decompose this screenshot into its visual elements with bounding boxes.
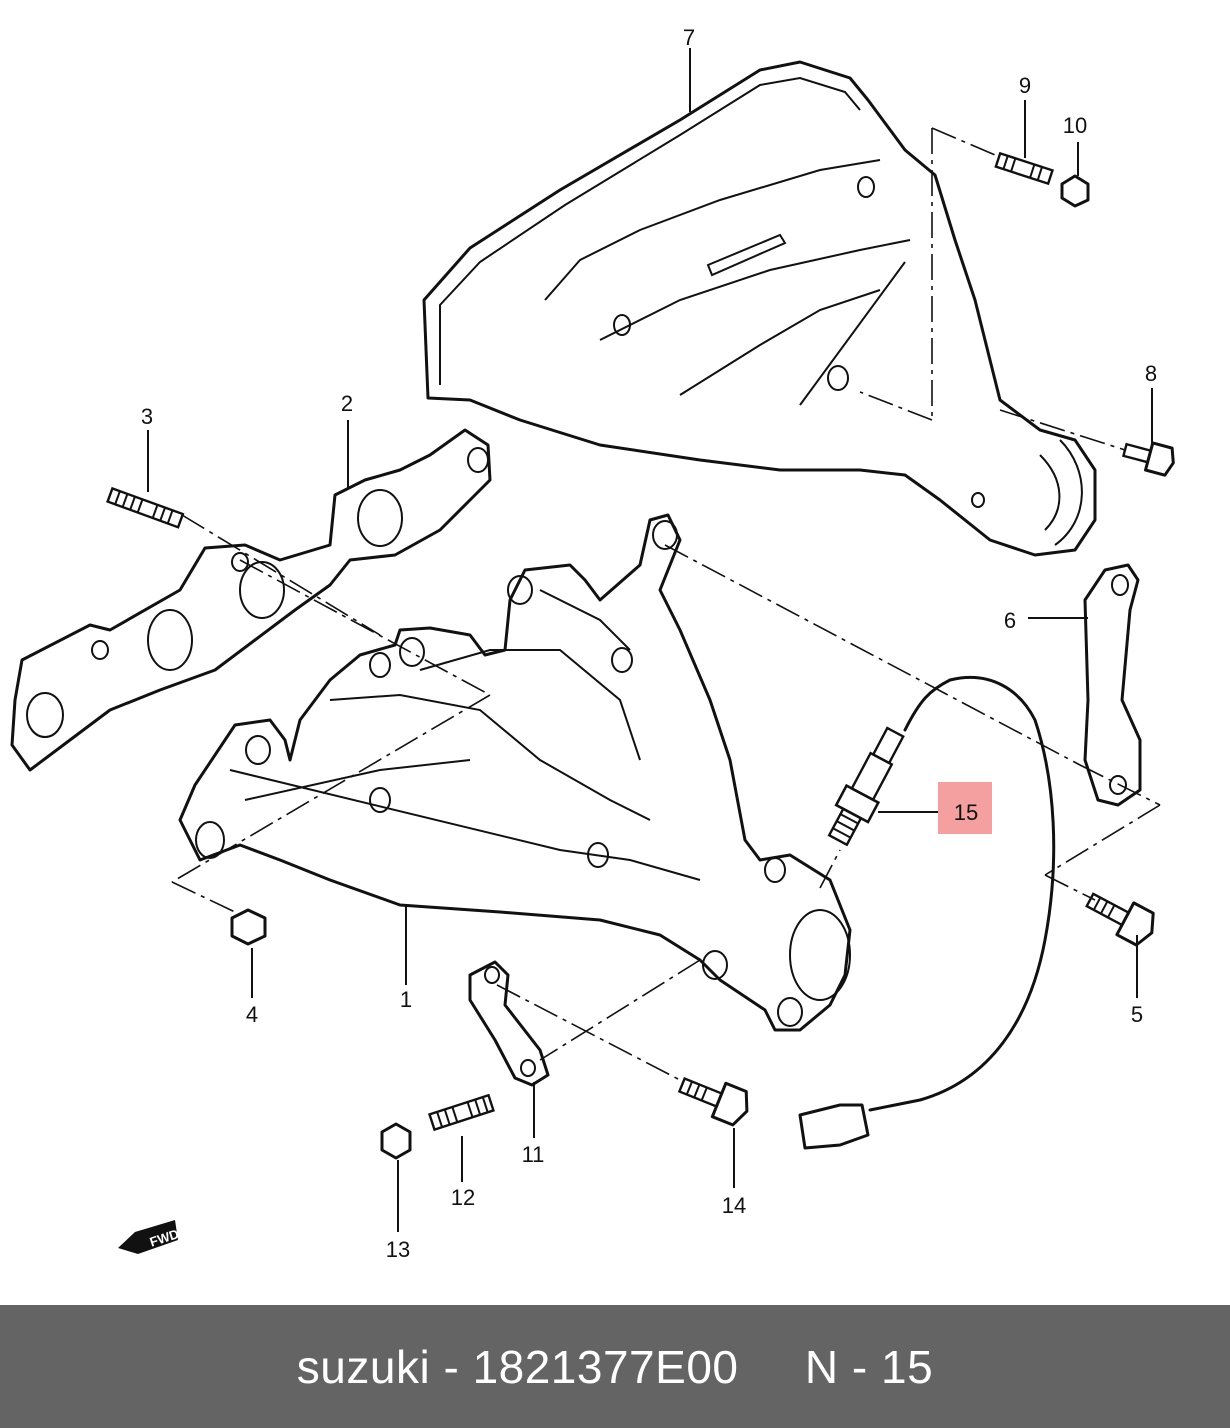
heat-shield-drawing — [422, 60, 1097, 557]
footer-bar: suzuki - 1821377E00 N - 15 — [0, 1305, 1230, 1428]
callout-2: 2 — [341, 391, 353, 416]
callout-14: 14 — [722, 1193, 746, 1218]
fasteners — [230, 151, 1175, 1160]
callout-9: 9 — [1019, 73, 1031, 98]
callout-13: 13 — [386, 1237, 410, 1262]
callout-8: 8 — [1145, 361, 1157, 386]
callout-7: 7 — [683, 25, 695, 50]
callout-15-highlight — [938, 782, 992, 834]
callout-1: 1 — [400, 987, 412, 1012]
assembly-lines — [171, 127, 1161, 1081]
callout-15: 15 — [954, 800, 978, 825]
leader-lines — [147, 48, 1153, 1232]
callout-11: 11 — [522, 1142, 545, 1167]
callout-10: 10 — [1063, 113, 1087, 138]
ref-separator: - — [851, 1340, 868, 1393]
fwd-arrow-icon: FWD — [118, 1220, 181, 1254]
part-caption: suzuki - 1821377E00 N - 15 — [297, 1340, 933, 1394]
bracket-11-drawing — [468, 960, 550, 1087]
callout-4: 4 — [246, 1002, 258, 1027]
stud-drawing — [106, 486, 185, 529]
callout-6: 6 — [1004, 608, 1016, 633]
callout-12: 12 — [451, 1185, 475, 1210]
caption-separator: - — [443, 1340, 460, 1393]
oxygen-sensor-drawing — [798, 675, 1056, 1150]
callout-5: 5 — [1131, 1002, 1143, 1027]
parts-diagram: 7 9 10 8 2 3 6 15 1 4 5 11 12 14 13 FWD — [10, 25, 1175, 1262]
brand-name: suzuki — [296, 1340, 431, 1393]
part-number: 1821377E00 — [472, 1340, 739, 1393]
ref-prefix: N — [804, 1340, 839, 1393]
ref-number: 15 — [881, 1340, 934, 1393]
bracket-6-drawing — [1083, 563, 1142, 807]
gasket-drawing — [10, 428, 492, 772]
exhaust-manifold-drawing — [178, 513, 852, 1032]
callout-3: 3 — [141, 404, 153, 429]
